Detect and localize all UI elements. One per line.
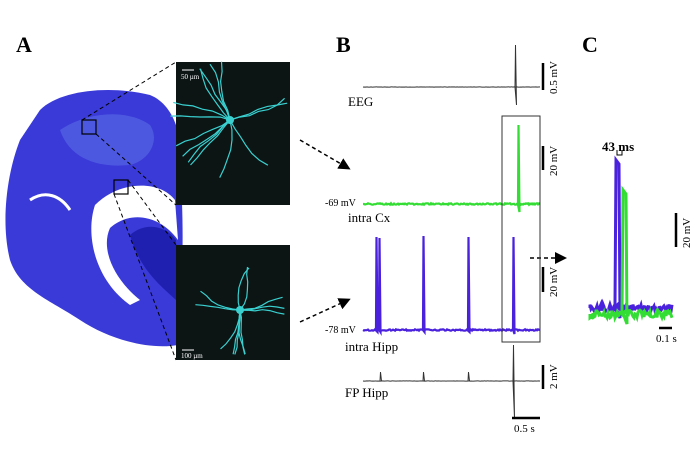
eeg-label: EEG	[348, 94, 373, 109]
intra-hipp-trace	[363, 236, 540, 334]
overlay-trace	[590, 160, 672, 318]
time-scale: 0.5 s	[514, 423, 535, 435]
c-v-scale: 20 mV	[681, 218, 693, 248]
micrograph-cortex: 50 µm	[171, 62, 291, 205]
micrograph-hippocampus: 100 µm	[176, 245, 290, 360]
panel-label-c: C	[582, 32, 598, 57]
hipp-label: intra Hipp	[345, 339, 398, 354]
fp-label: FP Hipp	[345, 385, 388, 400]
panel-label-a: A	[16, 32, 32, 57]
highlight-box	[502, 116, 540, 342]
cx-scale: 20 mV	[548, 146, 560, 176]
delay-label: 43 ms	[602, 139, 634, 154]
arrow-to-hipp	[300, 300, 348, 322]
cx-label: intra Cx	[348, 210, 391, 225]
intra-cx-trace	[363, 125, 540, 212]
fp-hipp-trace	[363, 345, 540, 418]
eeg-scale: 0.5 mV	[548, 61, 560, 94]
c-t-scale: 0.1 s	[656, 333, 677, 345]
cx-potential: -69 mV	[325, 198, 357, 209]
scale-label-50um: 50 µm	[181, 73, 200, 81]
hipp-potential: -78 mV	[325, 325, 357, 336]
panel-label-b: B	[336, 32, 351, 57]
arrow-to-cx	[300, 140, 348, 168]
brain-slice	[5, 62, 182, 360]
scale-label-100um: 100 µm	[181, 352, 203, 360]
hipp-scale: 20 mV	[548, 267, 560, 297]
overlay-traces	[590, 160, 672, 324]
eeg-trace	[363, 45, 540, 105]
fp-scale: 2 mV	[548, 364, 560, 389]
